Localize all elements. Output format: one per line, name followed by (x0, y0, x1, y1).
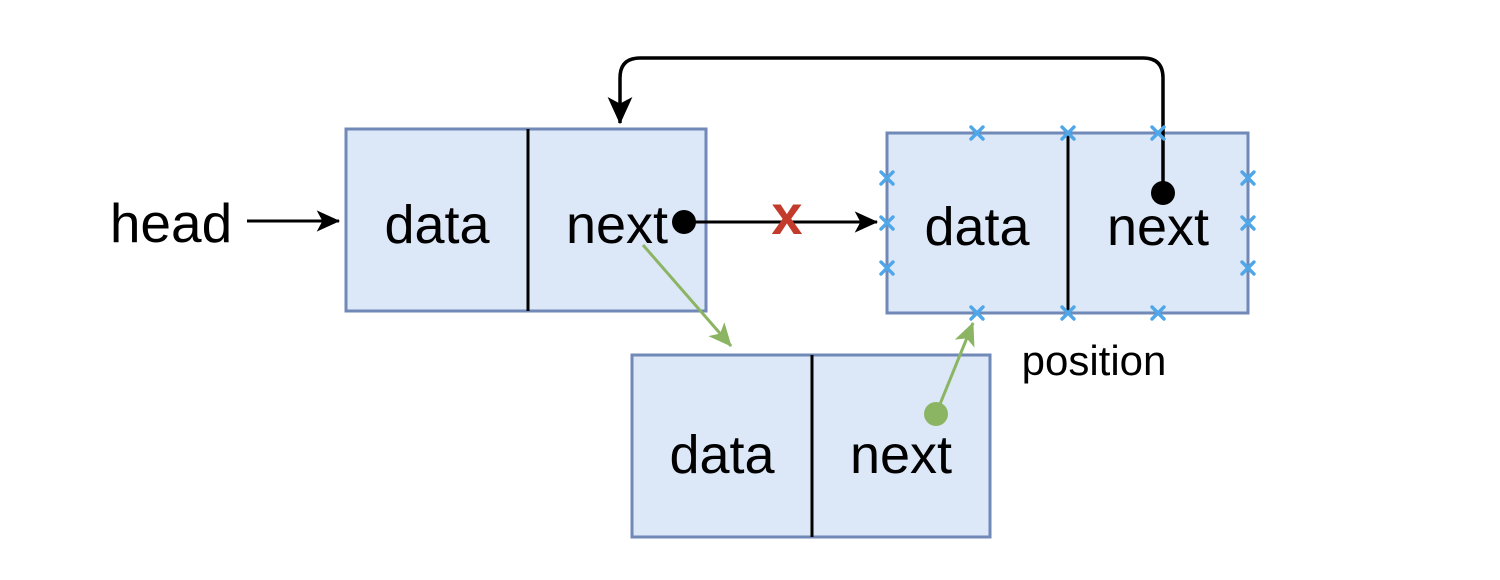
head-label: head (110, 192, 232, 254)
connection-point-handle[interactable] (1060, 125, 1076, 141)
node-1-box[interactable] (344, 127, 708, 313)
green-link-origin-dot (924, 402, 948, 426)
connection-point-handle[interactable] (1150, 125, 1166, 141)
connection-point-handle[interactable] (879, 215, 895, 231)
node-3-box[interactable] (630, 353, 992, 539)
node-2-next-pointer-dot (1151, 181, 1175, 205)
new-link-arrow-node1-to-node3[interactable] (641, 244, 733, 347)
connection-point-handle[interactable] (969, 305, 985, 321)
node-2-next-label: next (1107, 197, 1209, 257)
connection-point-handle[interactable] (1240, 215, 1256, 231)
node-3-data-label: data (669, 425, 775, 485)
node-2-box[interactable] (885, 131, 1250, 315)
connection-point-handle[interactable] (1150, 305, 1166, 321)
node-2-selection-handles (879, 125, 1256, 321)
position-label: position (1022, 337, 1167, 384)
node-1-next-label: next (566, 195, 668, 255)
new-link-arrow-node3-to-node2[interactable] (934, 322, 975, 415)
connection-point-handle[interactable] (969, 125, 985, 141)
connection-point-handle[interactable] (1240, 170, 1256, 186)
node-2-data-label: data (924, 197, 1030, 257)
connection-point-handle[interactable] (1240, 260, 1256, 276)
connection-point-handle[interactable] (879, 170, 895, 186)
node-1-next-pointer-dot (672, 210, 696, 234)
node-3-next-label: next (850, 425, 952, 485)
connection-point-handle[interactable] (879, 260, 895, 276)
loop-link-arrow[interactable] (607, 56, 1165, 192)
connection-point-handle[interactable] (1060, 305, 1076, 321)
broken-link-x-mark: x (771, 183, 802, 246)
node-1-data-label: data (384, 195, 490, 255)
